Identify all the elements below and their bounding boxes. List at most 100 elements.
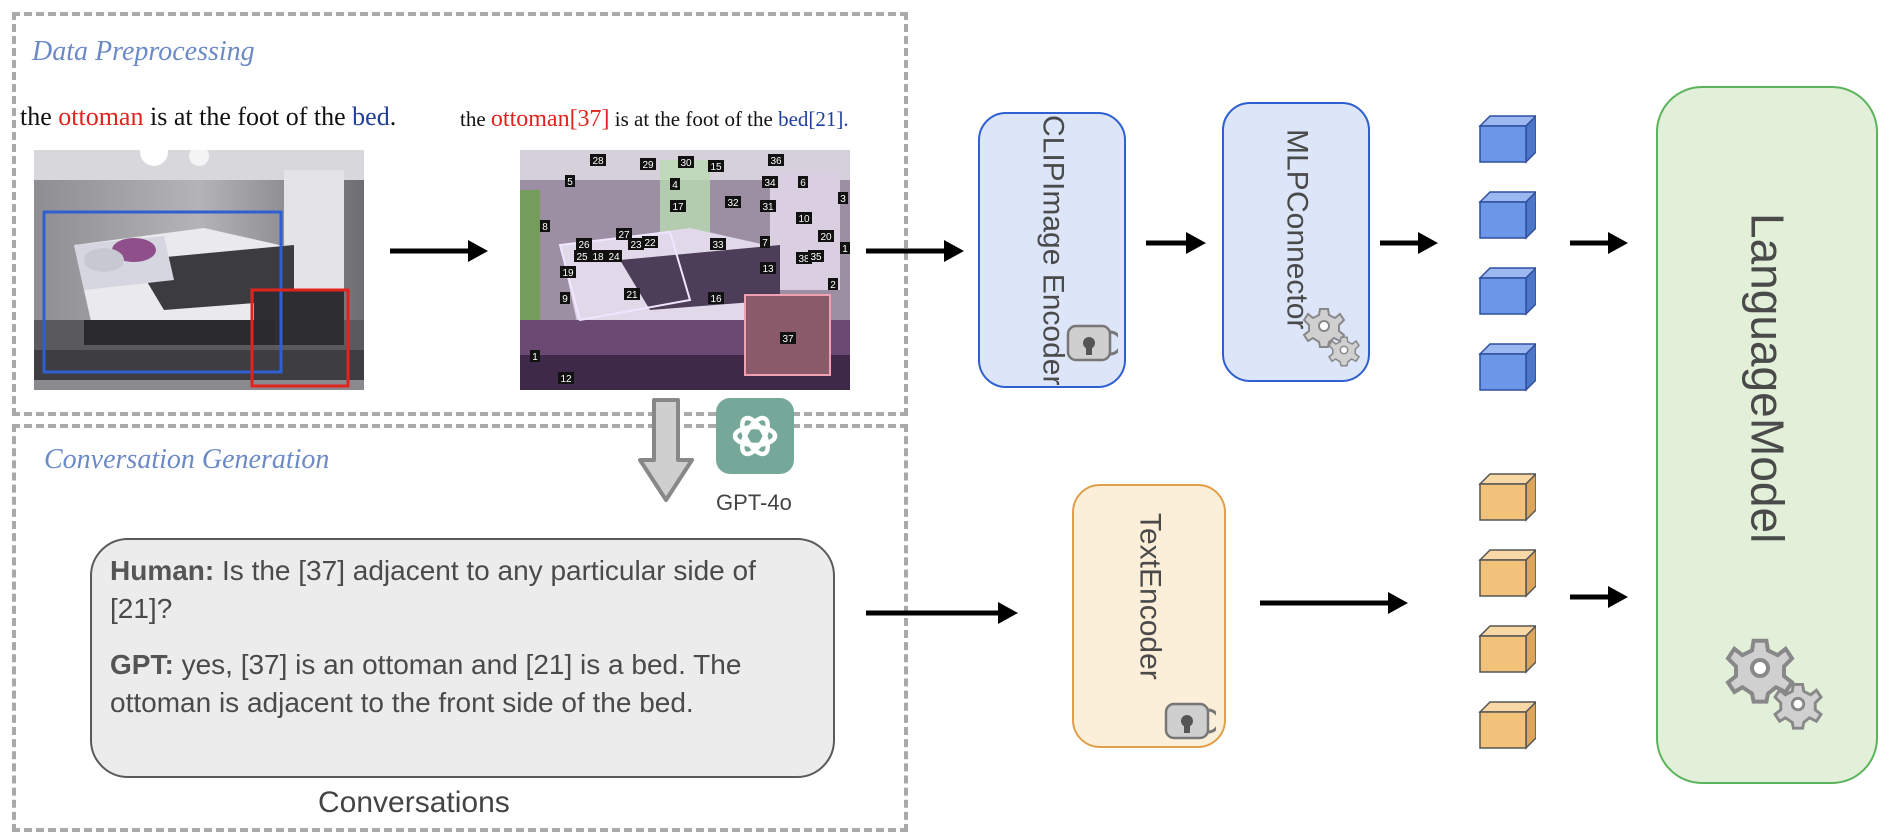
conversation-title: Conversation Generation xyxy=(44,444,330,475)
text-label-line1: Text xyxy=(1133,512,1167,568)
clip-label-line1: CLIP xyxy=(1036,114,1070,182)
mark-label-bg xyxy=(760,262,776,274)
bedroom-photo xyxy=(34,150,364,390)
gpt-logo xyxy=(716,398,794,474)
mark-label: 37 xyxy=(782,334,794,345)
caption-bed-marked: bed[21] xyxy=(778,107,844,131)
mark-label-bg xyxy=(840,242,850,254)
lm-label-line1: Language xyxy=(1741,213,1794,418)
mark-label-bg xyxy=(708,292,724,304)
mark-label-bg xyxy=(560,266,576,278)
mark-label-bg xyxy=(590,154,606,166)
mark-label: 32 xyxy=(727,198,739,209)
mlp-label-line1: MLP xyxy=(1280,128,1314,191)
mark-label: 10 xyxy=(798,214,810,225)
mark-label: 8 xyxy=(542,222,548,233)
caption-word: the xyxy=(460,107,486,131)
mark-label-bg xyxy=(530,350,540,362)
language-model: Language Model xyxy=(1656,86,1878,784)
human-text: Is the [37] adjacent to any particular s… xyxy=(110,555,756,624)
gear-icon xyxy=(1725,638,1823,730)
caption-ottoman: ottoman xyxy=(58,102,144,131)
mark-label-bg xyxy=(574,250,590,262)
mark-label: 13 xyxy=(762,264,774,275)
mark-label: 20 xyxy=(820,232,832,243)
mark-label: 23 xyxy=(630,240,642,251)
mark-label-bg xyxy=(768,154,784,166)
mark-label-bg xyxy=(762,176,778,188)
mark-label-bg xyxy=(838,192,848,204)
mark-label: 1 xyxy=(532,352,538,363)
conversations-caption: Conversations xyxy=(318,786,510,819)
mark-label-bg xyxy=(725,196,741,208)
text-token-cubes xyxy=(1478,472,1536,750)
mark-label-bg xyxy=(558,372,574,384)
mark-label-bg xyxy=(560,292,570,304)
cube-icon xyxy=(1478,548,1536,598)
arrow-right-icon xyxy=(1570,232,1628,254)
mark-label: 4 xyxy=(672,180,678,191)
mark-label-bg xyxy=(818,230,834,242)
cube-icon xyxy=(1478,266,1536,316)
mlp-label-line2: Connector xyxy=(1280,190,1314,330)
arrow-right-icon xyxy=(1146,232,1206,254)
down-arrow-icon xyxy=(638,398,694,502)
mark-label: 21 xyxy=(626,290,638,301)
cube-icon xyxy=(1478,624,1536,674)
arrow-right-icon xyxy=(1570,586,1628,608)
mark-label: 33 xyxy=(712,240,724,251)
conversation-bubble: Human: Is the [37] adjacent to any parti… xyxy=(90,538,835,778)
gpt-label: GPT-4o xyxy=(716,490,792,515)
clip-label-line2: Image Encoder xyxy=(1036,181,1070,386)
mark-label-bg xyxy=(828,278,838,290)
mark-label: 34 xyxy=(764,178,776,189)
mark-label: 35 xyxy=(810,252,822,263)
mlp-connector: MLP Connector xyxy=(1222,102,1370,382)
mark-label: 16 xyxy=(710,294,722,305)
caption-ottoman-marked: ottoman[37] xyxy=(490,106,610,132)
arrow-right-icon xyxy=(1380,232,1438,254)
mark-label: 6 xyxy=(800,178,806,189)
mark-label: 31 xyxy=(762,202,774,213)
mark-label-bg xyxy=(670,178,680,190)
mark-label-bg xyxy=(760,200,776,212)
mark-label: 7 xyxy=(762,238,768,249)
arrow-right-icon xyxy=(866,240,964,262)
mark-label-bg xyxy=(796,212,812,224)
mark-label-bg xyxy=(628,238,644,250)
mark-label: 17 xyxy=(672,202,684,213)
mark-label-bg xyxy=(710,238,726,250)
mark-label: 18 xyxy=(592,252,604,263)
mark-label-bg xyxy=(616,228,632,240)
mark-label: 5 xyxy=(567,177,573,188)
mark-label-bg xyxy=(624,288,640,300)
mark-label: 27 xyxy=(618,230,630,241)
mark-label-bg xyxy=(678,156,694,168)
mark-label-bg xyxy=(670,200,686,212)
mark-label: 36 xyxy=(770,156,782,167)
preprocessing-title: Data Preprocessing xyxy=(32,36,255,67)
mark-label: 26 xyxy=(578,240,590,251)
caption-middle: is at the foot of the xyxy=(149,102,346,131)
arrow-right-icon xyxy=(390,240,488,262)
human-turn: Human: Is the [37] adjacent to any parti… xyxy=(110,552,815,628)
mark-label-bg xyxy=(708,160,724,172)
caption-end: . xyxy=(389,102,397,131)
cube-icon xyxy=(1478,700,1536,750)
lm-label-line2: Model xyxy=(1741,417,1794,543)
mark-label: 19 xyxy=(562,268,574,279)
lock-icon xyxy=(1164,702,1216,740)
mark-label: 28 xyxy=(592,156,604,167)
text-label-line2: Encoder xyxy=(1133,567,1167,680)
text-encoder: Text Encoder xyxy=(1072,484,1226,748)
mark-label-bg xyxy=(808,250,824,262)
caption-bed: bed xyxy=(352,102,390,131)
gpt-turn: GPT: yes, [37] is an ottoman and [21] is… xyxy=(110,646,815,722)
mark-label: 2 xyxy=(830,280,836,291)
mark-label: 24 xyxy=(608,252,620,263)
mark-label: 38 xyxy=(798,254,810,265)
gpt-text: yes, [37] is an ottoman and [21] is a be… xyxy=(110,649,742,718)
lock-icon xyxy=(1066,324,1118,362)
